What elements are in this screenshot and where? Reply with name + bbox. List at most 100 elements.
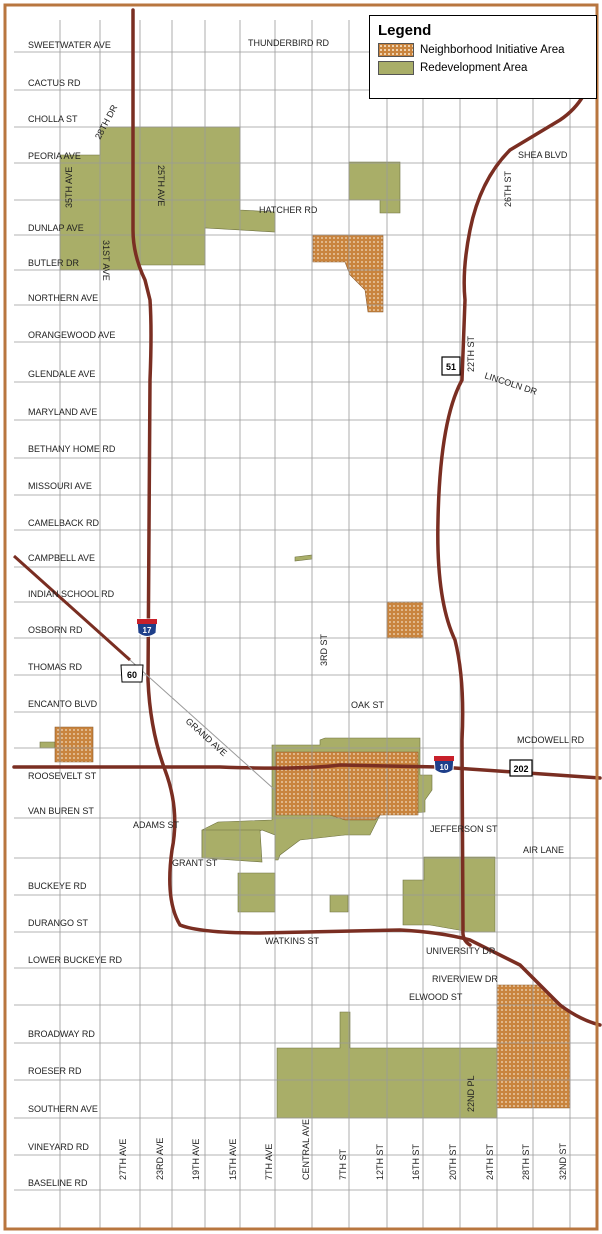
street-label: PEORIA AVE xyxy=(28,151,81,161)
street-label: BUCKEYE RD xyxy=(28,881,87,891)
street-label: 12TH ST xyxy=(375,1143,385,1180)
street-label: 20TH ST xyxy=(448,1143,458,1180)
street-label: 3RD ST xyxy=(319,633,329,666)
street-label: 22ND PL xyxy=(466,1075,476,1112)
legend-item-initiative: Neighborhood Initiative Area xyxy=(378,43,596,57)
street-label: VINEYARD RD xyxy=(28,1142,89,1152)
street-label: SWEETWATER AVE xyxy=(28,40,111,50)
street-label: DUNLAP AVE xyxy=(28,223,84,233)
street-label: LINCOLN DR xyxy=(483,370,538,397)
sr-202-shield: 202 xyxy=(509,759,533,777)
street-label: BETHANY HOME RD xyxy=(28,444,116,454)
street-label: ADAMS ST xyxy=(133,820,180,830)
street-label: ENCANTO BLVD xyxy=(28,699,98,709)
initiative-area-osborn xyxy=(386,601,424,639)
redevelopment-area-grant-st xyxy=(201,829,263,863)
street-label: CAMELBACK RD xyxy=(28,518,100,528)
us60-number: 60 xyxy=(127,670,137,680)
street-label: 7TH AVE xyxy=(264,1144,274,1180)
initiative-area-west xyxy=(54,726,94,763)
legend-box: Legend Neighborhood Initiative Area Rede… xyxy=(369,15,597,99)
street-label: AIR LANE xyxy=(523,845,564,855)
street-grid xyxy=(14,20,598,1228)
redevelopment-area-speck xyxy=(294,554,313,562)
redevelopment-area-north-west xyxy=(59,126,276,271)
grand-ave-diagonal xyxy=(12,554,276,791)
street-label: 28TH ST xyxy=(521,1143,531,1180)
street-label: WATKINS ST xyxy=(265,936,320,946)
street-label: ORANGEWOOD AVE xyxy=(28,330,115,340)
interstate-10-shield: 10 xyxy=(433,755,455,774)
street-label: THUNDERBIRD RD xyxy=(248,38,330,48)
street-label: 15TH AVE xyxy=(228,1139,238,1180)
street-label: GRAND AVE xyxy=(184,716,229,758)
street-label: 27TH AVE xyxy=(118,1139,128,1180)
highways xyxy=(12,8,602,1027)
street-label: LOWER BUCKEYE RD xyxy=(28,955,123,965)
legend-title: Legend xyxy=(378,22,432,39)
us-60-shield: 60 xyxy=(120,664,144,683)
redevelopment-area-buckeye xyxy=(237,872,276,913)
street-label: 25TH AVE xyxy=(156,165,166,206)
street-label: 32ND ST xyxy=(558,1142,568,1180)
street-label: RIVERVIEW DR xyxy=(432,974,498,984)
initiative-swatch xyxy=(378,43,414,57)
street-label: GLENDALE AVE xyxy=(28,369,95,379)
ew-street-labels: SWEETWATER AVE THUNDERBIRD RD CACTUS RD … xyxy=(28,38,585,1188)
i10-number: 10 xyxy=(440,763,449,772)
street-label: 26TH ST xyxy=(503,170,513,207)
street-label: 16TH ST xyxy=(411,1143,421,1180)
street-label: CENTRAL AVE xyxy=(301,1119,311,1180)
highway-i17 xyxy=(131,8,602,1027)
street-label: 35TH AVE xyxy=(64,167,74,208)
legend-item-redevelopment: Redevelopment Area xyxy=(378,61,596,75)
ns-street-labels: 28TH DR 35TH AVE 25TH AVE 31ST AVE 26TH … xyxy=(64,103,568,1180)
highway-sr51 xyxy=(436,18,597,947)
street-label: CACTUS RD xyxy=(28,78,81,88)
street-label: 19TH AVE xyxy=(191,1139,201,1180)
street-label: THOMAS RD xyxy=(28,662,83,672)
street-label: MARYLAND AVE xyxy=(28,407,97,417)
street-label: ROOSEVELT ST xyxy=(28,771,97,781)
street-label: MCDOWELL RD xyxy=(517,735,585,745)
street-label: CAMPBELL AVE xyxy=(28,553,95,563)
street-label: OAK ST xyxy=(351,700,385,710)
street-label: SHEA BLVD xyxy=(518,150,568,160)
street-label: GRANT ST xyxy=(172,858,218,868)
street-label: NORTHERN AVE xyxy=(28,293,98,303)
redevelopment-area-north-central xyxy=(348,161,401,214)
street-label: CHOLLA ST xyxy=(28,114,78,124)
redevelopment-area-west-tab xyxy=(39,741,56,749)
street-label: 7TH ST xyxy=(338,1148,348,1180)
street-label: INDIAN SCHOOL RD xyxy=(28,589,115,599)
street-label: BASELINE RD xyxy=(28,1178,88,1188)
sr-51-shield: 51 xyxy=(441,356,461,376)
street-label: HATCHER RD xyxy=(259,205,318,215)
street-label: DURANGO ST xyxy=(28,918,89,928)
sr202-number: 202 xyxy=(513,764,528,774)
street-label: BUTLER DR xyxy=(28,258,80,268)
street-label: BROADWAY RD xyxy=(28,1029,95,1039)
redevelopment-swatch xyxy=(378,61,414,75)
sr51-number: 51 xyxy=(446,362,456,372)
street-label: 24TH ST xyxy=(485,1143,495,1180)
legend-label: Neighborhood Initiative Area xyxy=(420,44,565,56)
initiative-area-downtown xyxy=(275,751,419,821)
redevelopment-area-durango-small xyxy=(329,894,349,913)
street-label: SOUTHERN AVE xyxy=(28,1104,98,1114)
highway-i10-east xyxy=(12,763,602,780)
street-label: ELWOOD ST xyxy=(409,992,463,1002)
street-label: OSBORN RD xyxy=(28,625,83,635)
legend-label: Redevelopment Area xyxy=(420,62,528,74)
street-label: 22TH ST xyxy=(466,335,476,372)
street-label: JEFFERSON ST xyxy=(430,824,498,834)
initiative-area-north xyxy=(312,234,384,313)
street-label: UNIVERSITY DR xyxy=(426,946,496,956)
street-label: VAN BUREN ST xyxy=(28,806,94,816)
i17-number: 17 xyxy=(143,626,152,635)
redevelopment-area-airport xyxy=(402,856,496,933)
street-label: 23RD AVE xyxy=(155,1138,165,1180)
interstate-17-shield: 17 xyxy=(136,618,158,637)
